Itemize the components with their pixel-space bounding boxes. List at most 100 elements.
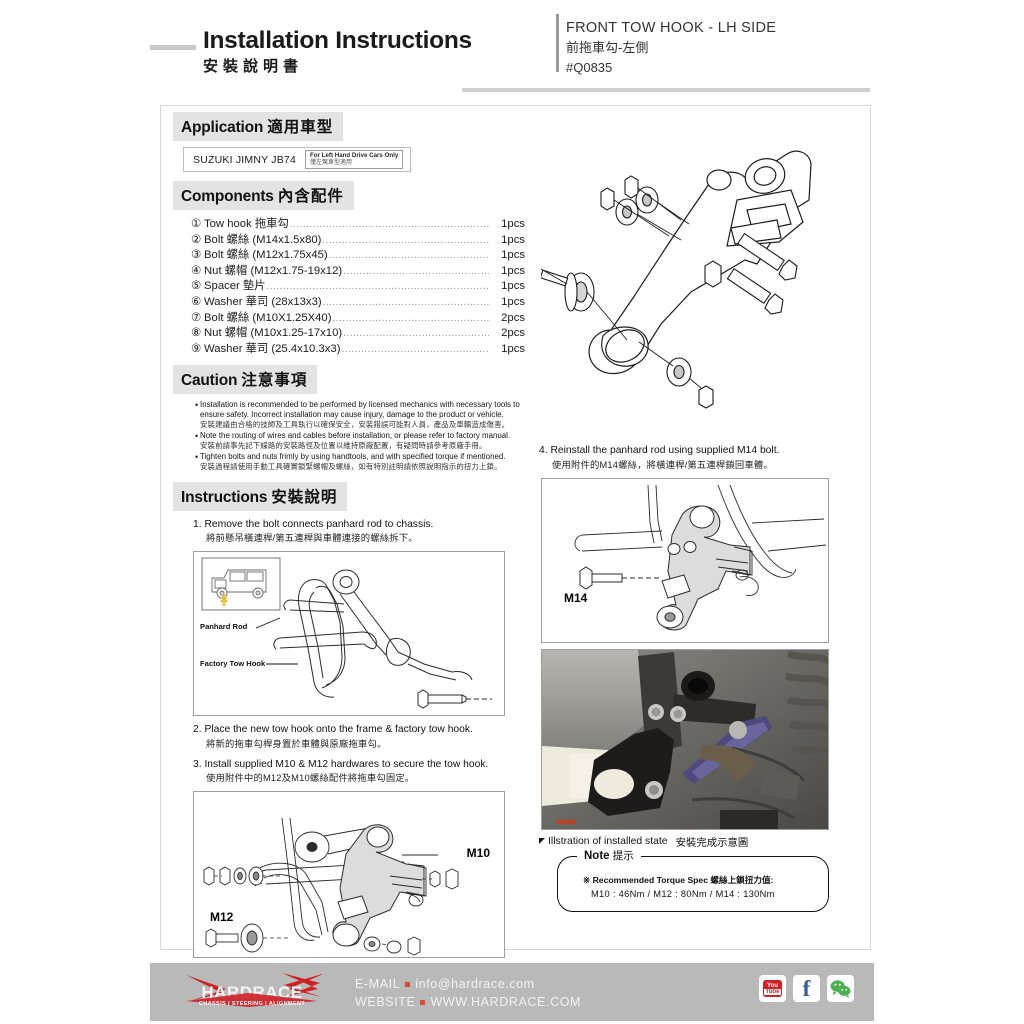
product-info: FRONT TOW HOOK - LH SIDE 前拖車勾-左側 #Q0835 <box>566 18 776 78</box>
right-column: 4. Reinstall the panhard rod using suppl… <box>539 444 859 912</box>
footer-website-line: WEBSITE WWW.HARDRACE.COM <box>355 993 581 1011</box>
exploded-view-diagram <box>539 114 861 432</box>
caution-bullet-icon: • <box>195 430 199 441</box>
footer-website-value[interactable]: WWW.HARDRACE.COM <box>430 995 582 1009</box>
component-number: ⑥ <box>191 295 202 308</box>
component-name: Bolt 螺絲 (M12x1.75x45) <box>204 249 328 262</box>
footer-email-line: E-MAIL info@hardrace.com <box>355 975 581 993</box>
wechat-icon[interactable] <box>827 975 854 1002</box>
note-box-border <box>557 855 829 912</box>
component-quantity: 1pcs <box>501 218 525 230</box>
component-quantity: 1pcs <box>501 342 525 355</box>
document-footer: HARDRACE CHASSIS | STEERING | ALIGNMENT … <box>150 963 874 1021</box>
caution-text-en: Note the routing of wires and cables bef… <box>200 430 511 440</box>
torque-spec-label: ※ Recommended Torque Spec 螺絲上鎖扭力值: <box>583 874 774 885</box>
caution-heading-en: Caution <box>181 372 238 390</box>
caution-text-cn: 安裝過程請使用手動工具確實鎖緊螺帽及螺絲，如有特別註明請依照說明指示的扭力上鎖。 <box>200 461 502 471</box>
step-1-text-en: 1. Remove the bolt connects panhard rod … <box>193 518 434 530</box>
instructions-heading: Instructions 安裝說明 <box>173 481 348 511</box>
caution-item: •Installation is recommended to be perfo… <box>195 400 525 430</box>
caution-bullet-icon: • <box>195 451 199 462</box>
caution-text-en: Installation is recommended to be perfor… <box>200 400 520 419</box>
left-column: Application 適用車型 SUZUKI JIMNY JB74 For L… <box>173 112 525 959</box>
note-title-en: Note <box>584 849 610 862</box>
step-2-text-en: 2. Place the new tow hook onto the frame… <box>193 724 473 736</box>
component-quantity: 1pcs <box>501 264 525 277</box>
footer-email-value[interactable]: info@hardrace.com <box>415 977 535 991</box>
step-4-illustration <box>574 484 827 630</box>
component-name: Bolt 螺絲 (M14x1.5x80) <box>204 233 322 246</box>
label-panhard-rod: Panhard Rod <box>200 622 248 632</box>
step-3-text-en: 3. Install supplied M10 & M12 hardwares … <box>193 758 489 770</box>
caption-marker-icon <box>539 838 545 844</box>
component-leader-dots: ........................................… <box>328 250 489 262</box>
footer-website-label: WEBSITE <box>355 995 416 1009</box>
caution-item: •Note the routing of wires and cables be… <box>195 431 525 451</box>
application-model: SUZUKI JIMNY JB74 <box>193 153 296 166</box>
component-leader-dots: ........................................… <box>322 234 489 246</box>
note-box-wrapper: Note 提示 ※ Recommended Torque Spec 螺絲上鎖扭力… <box>557 847 829 912</box>
product-name-cn: 前拖車勾-左側 <box>566 40 649 55</box>
components-heading-cn: 內含配件 <box>277 188 344 205</box>
caution-list: •Installation is recommended to be perfo… <box>195 400 525 472</box>
footer-bullet-icon <box>405 981 411 987</box>
step-4-diagram: M14 <box>541 477 829 643</box>
instructions-heading-cn: 安裝說明 <box>271 488 338 506</box>
label-m12: M12 <box>210 910 234 925</box>
component-number: ① <box>191 218 202 230</box>
lhd-note-cn: 僅左駕車型適用 <box>309 159 352 166</box>
illustration-caption-cn: 安裝完成示意圖 <box>675 837 749 849</box>
illustration-caption-en: Illstration of installed state <box>548 835 668 847</box>
caution-text-cn: 安裝前請事先記下線路的安裝路徑及位置以維持原廠配置，有疑問時請參考原廠手冊。 <box>200 440 487 450</box>
component-leader-dots: ........................................… <box>341 343 489 355</box>
component-leader-dots: ........................................… <box>266 281 489 293</box>
application-box: SUZUKI JIMNY JB74 For Left Hand Drive Ca… <box>183 147 411 172</box>
caution-text-en: Tighten bolts and nuts frimly by using h… <box>200 451 506 461</box>
component-leader-dots: ........................................… <box>322 296 489 308</box>
document-header: Installation Instructions 安裝說明書 FRONT TO… <box>0 0 1024 100</box>
instruction-step-3: 3. Install supplied M10 & M12 hardwares … <box>193 758 525 786</box>
caution-heading: Caution 注意事項 <box>173 365 318 395</box>
instructions-heading-en: Instructions <box>181 488 268 506</box>
caution-text-cn: 安裝建議由合格的技師及工具執行以確保安全，安裝錯誤可能對人員，產品及車輛造成傷害… <box>200 419 510 429</box>
component-number: ⑧ <box>191 327 202 340</box>
component-number: ④ <box>191 264 202 277</box>
application-heading-cn: 適用車型 <box>267 119 334 136</box>
component-quantity: 1pcs <box>501 233 525 246</box>
instruction-step-4: 4. Reinstall the panhard rod using suppl… <box>539 444 859 472</box>
wechat-glyph <box>830 980 851 998</box>
facebook-icon[interactable]: f <box>793 975 820 1002</box>
component-quantity: 1pcs <box>501 280 525 293</box>
page-title-chinese: 安裝說明書 <box>203 58 304 75</box>
step-4-text-cn: 使用附件的M14螺絲，將橫連桿/第五連桿鎖回車體。 <box>552 459 773 470</box>
step-1-diagram: . Panhard Rod Factory Tow Hook <box>193 551 505 717</box>
hardrace-logo-mark: HARDRACE CHASSIS | STEERING | ALIGNMENT <box>186 973 326 1007</box>
instruction-step-2: 2. Place the new tow hook onto the frame… <box>193 723 525 751</box>
component-quantity: 1pcs <box>501 295 525 308</box>
footer-email-label: E-MAIL <box>355 977 401 991</box>
part-number: #Q0835 <box>566 60 613 75</box>
installed-photo-image: ▄▄▄▄ <box>542 649 828 829</box>
caution-text: Installation is recommended to be perfor… <box>200 400 525 430</box>
component-leader-dots: ........................................… <box>289 219 489 230</box>
components-heading: Components 內含配件 <box>173 181 354 210</box>
footer-contact: E-MAIL info@hardrace.com WEBSITE WWW.HAR… <box>355 975 581 1011</box>
component-number: ⑦ <box>191 311 202 324</box>
header-underline <box>462 88 870 92</box>
label-m14: M14 <box>564 590 588 605</box>
component-name: Nut 螺帽 (M12x1.75-19x12) <box>204 264 343 277</box>
caution-text: Tighten bolts and nuts frimly by using h… <box>200 452 525 472</box>
application-heading-en: Application <box>181 119 264 136</box>
hardrace-logo: HARDRACE CHASSIS | STEERING | ALIGNMENT <box>182 971 326 1013</box>
component-number: ② <box>191 233 202 246</box>
